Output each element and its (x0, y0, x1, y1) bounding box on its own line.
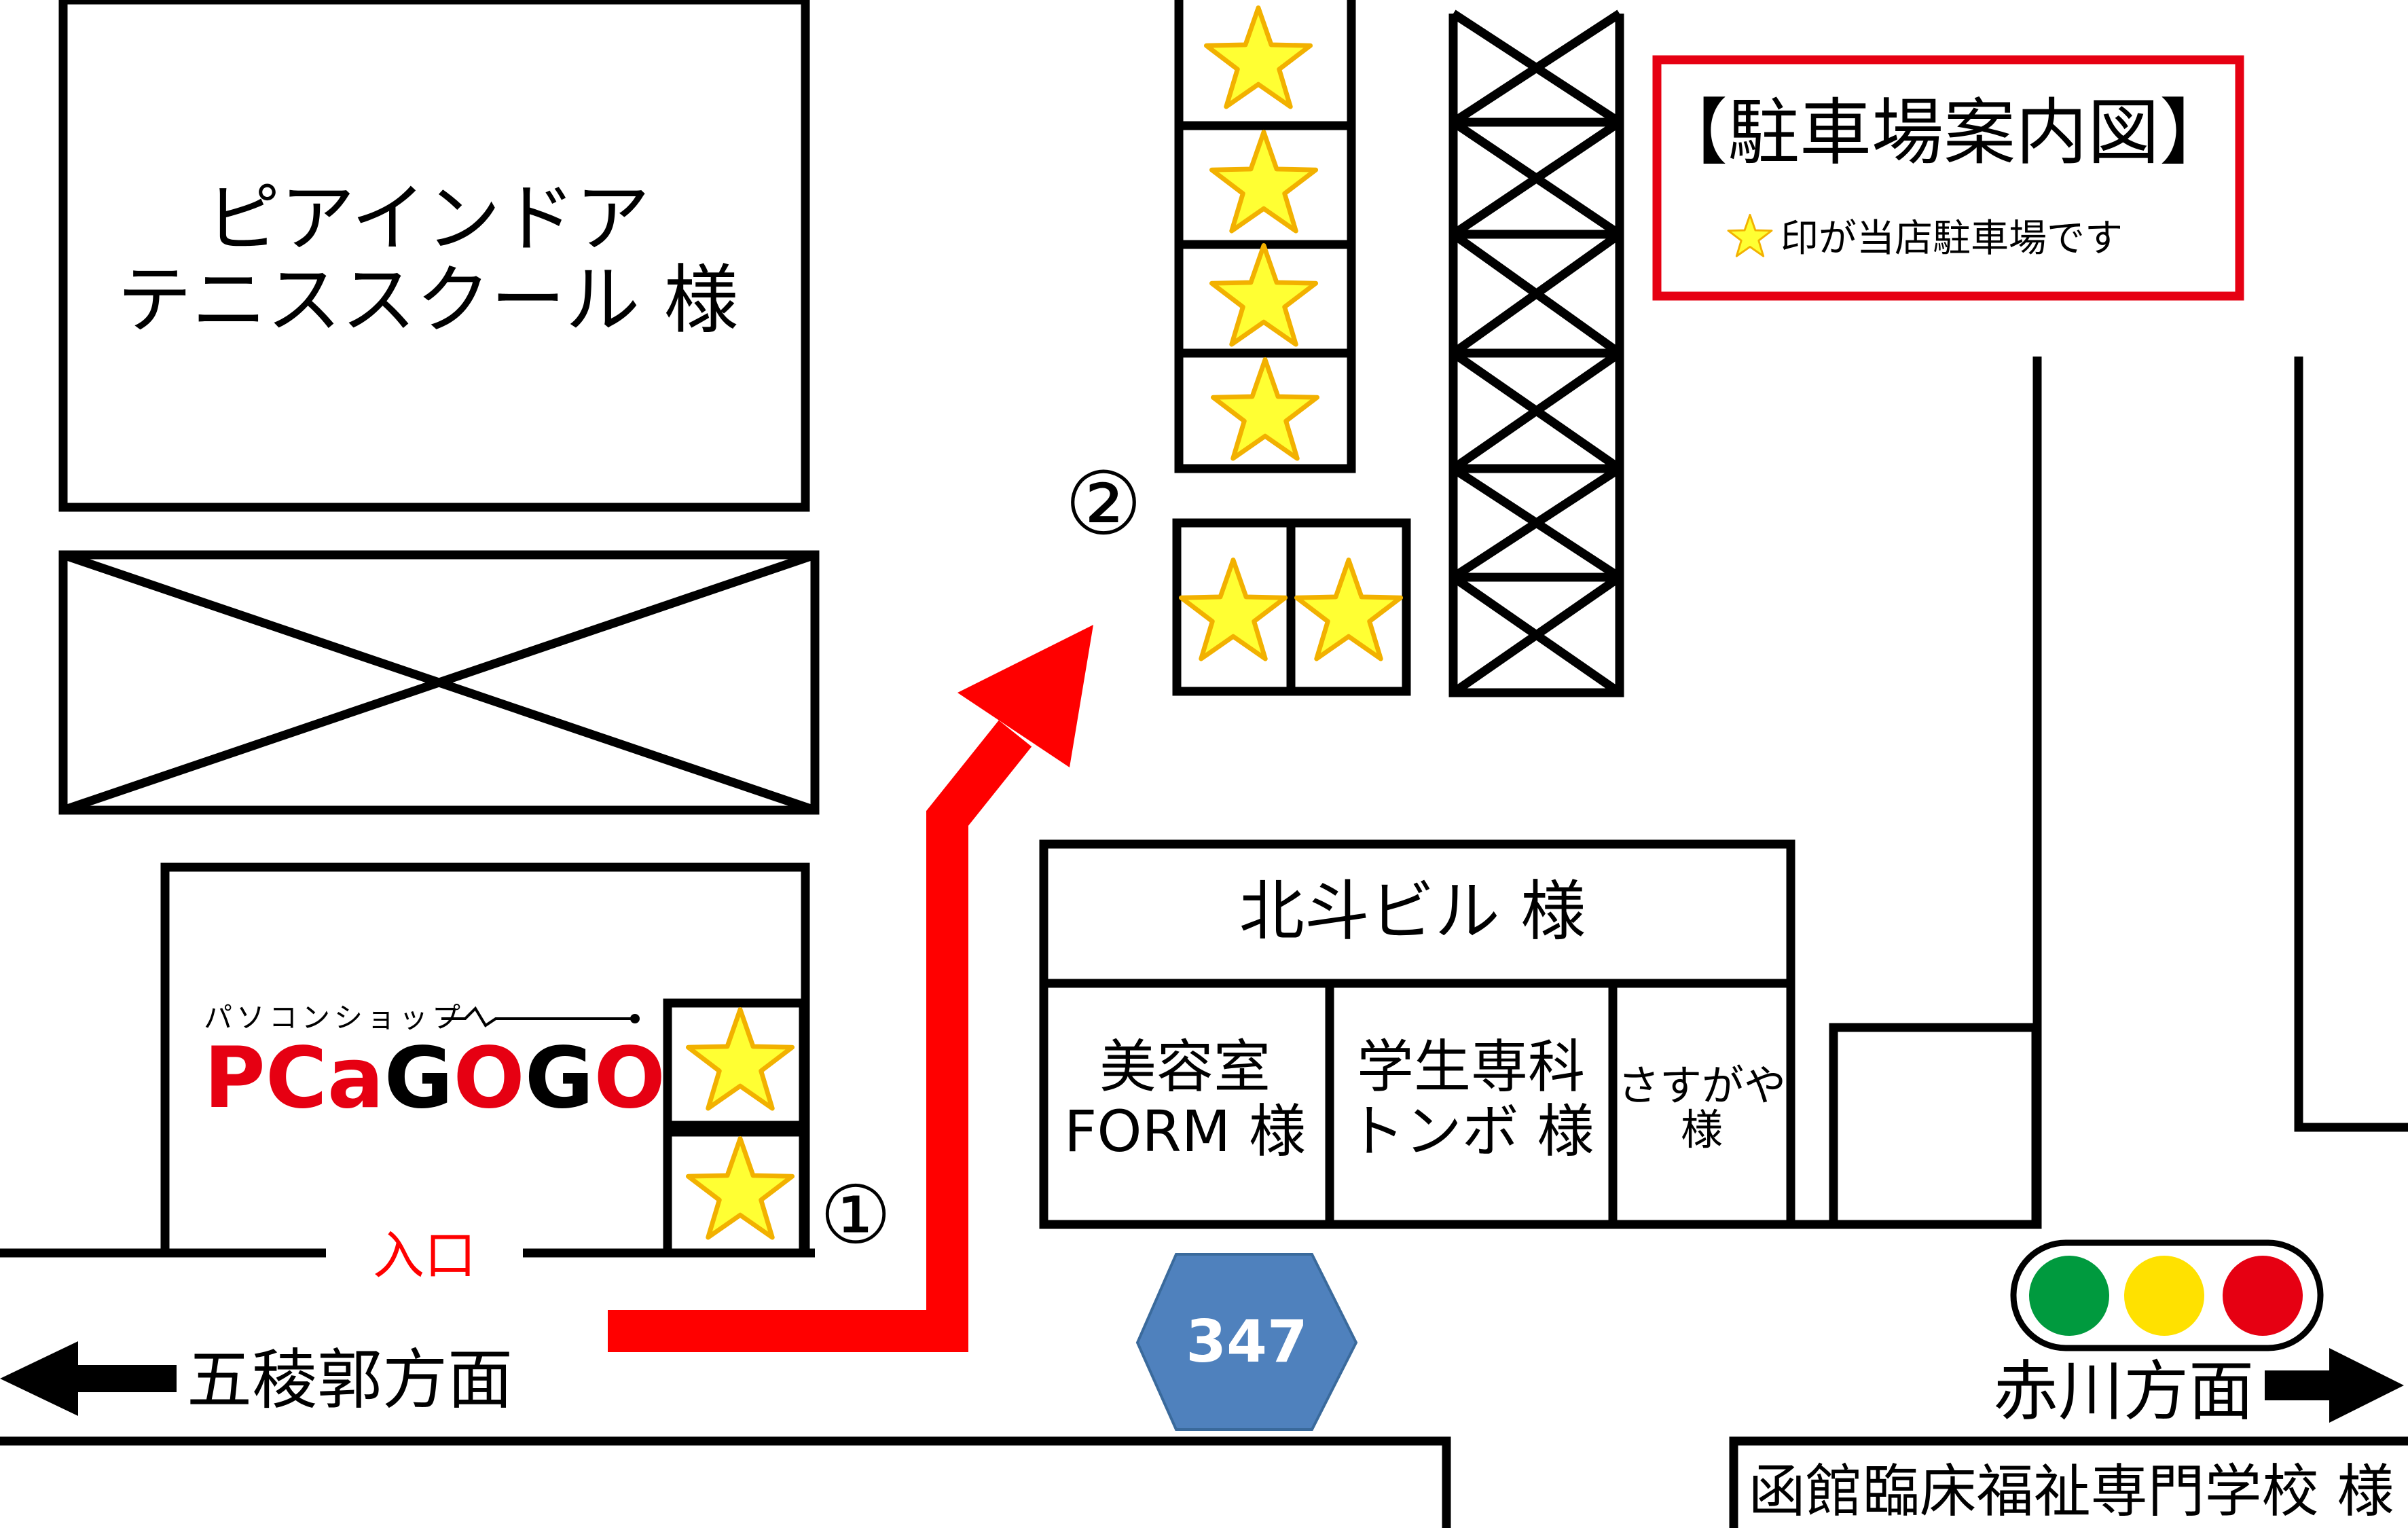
parking-star-icon (1211, 246, 1315, 345)
logo-signal-line-icon (441, 1006, 635, 1027)
legend-box (1652, 55, 2244, 301)
route-arrow (608, 625, 1093, 1352)
road-edge-north-east (1044, 357, 2042, 1229)
tennis-school-label-line1: ピアインドア (206, 175, 651, 262)
road-edge-east-side (2294, 357, 2408, 1132)
parking-star-icon (688, 1139, 792, 1238)
parking-star-icon (1296, 560, 1400, 659)
sasugaya-label-line1: さすがや (1618, 1061, 1786, 1110)
parking-star-icon (1213, 360, 1317, 459)
parking-star-icon (1211, 132, 1315, 232)
gakusei-label-line2: トンボ 様 (1348, 1098, 1594, 1165)
east-direction-label: 赤川方面 (1993, 1353, 2254, 1430)
parking-marker-1: ① (820, 1168, 892, 1262)
legend-title: 【駐車場案内図】 (1656, 91, 2231, 175)
entrance-label: 入口 (373, 1225, 476, 1286)
sasugaya-label-line2: 様 (1681, 1105, 1723, 1154)
hokuto-building-label: 北斗ビル 様 (1239, 873, 1586, 949)
biyou-label-line2: FORM 様 (1064, 1098, 1306, 1165)
parking-column-north (1174, 0, 1356, 473)
route-number: 347 (1186, 1308, 1308, 1376)
blocked-lot-west (58, 550, 820, 815)
east-direction-arrow-icon (2265, 1348, 2404, 1423)
parking-marker-2: ② (1065, 454, 1143, 555)
parking-star-icon (1206, 8, 1310, 107)
parking-star-icon (1181, 560, 1285, 659)
blocked-lot-tower (1448, 10, 1624, 697)
route-347-sign: 347 (1135, 1253, 1358, 1431)
parking-slot-2b (1286, 518, 1411, 696)
building-small-east (1829, 1023, 2041, 1224)
building-tennis-school (58, 0, 810, 512)
pc-shop-logo: パソコンショップ PCaGOGO (204, 1001, 665, 1127)
hakodate-school-label: 函館臨床福祉専門学校 様 (1749, 1458, 2394, 1525)
legend-note: 印が当店駐車場です (1781, 217, 2123, 261)
parking-star-icon (688, 1010, 792, 1109)
biyou-label-line1: 美容室 (1099, 1034, 1271, 1100)
west-direction-label: 五稜郭方面 (187, 1342, 513, 1418)
traffic-signal-icon (2010, 1239, 2324, 1351)
road-edge-south-east (1729, 1436, 2408, 1528)
logo-kana: パソコンショップ (204, 1001, 464, 1034)
parking-slot-1a (663, 998, 808, 1130)
logo-word: PCaGOGO (204, 1030, 665, 1127)
road-edge-south-west (0, 1436, 1451, 1528)
gakusei-label-line1: 学生専科 (1357, 1034, 1585, 1100)
west-direction-arrow-icon (0, 1341, 177, 1416)
tennis-school-label-line2: テニススクール 様 (117, 257, 739, 344)
